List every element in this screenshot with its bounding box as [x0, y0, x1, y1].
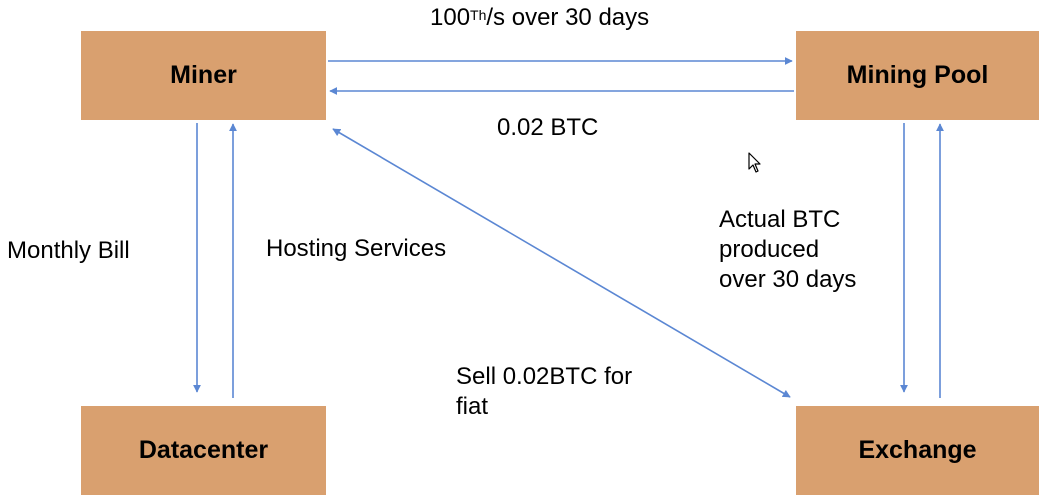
hosting-services-label: Hosting Services — [266, 235, 447, 262]
miner-box: Miner — [81, 31, 326, 120]
hashrate-label: 100Th/s over 30 days — [430, 4, 650, 31]
mouse-pointer-icon — [748, 152, 761, 173]
payout-label: 0.02 BTC — [497, 114, 599, 141]
actual-btc-label: Actual BTC produced over 30 days — [719, 206, 857, 293]
miner-label: Miner — [170, 61, 237, 89]
monthly-bill-label: Monthly Bill — [7, 237, 130, 264]
mining-pool-box: Mining Pool — [796, 31, 1039, 120]
datacenter-label: Datacenter — [138, 436, 269, 464]
sell-label: Sell 0.02BTC for fiat — [456, 363, 633, 420]
mining-pool-label: Mining Pool — [846, 61, 989, 89]
exchange-label: Exchange — [858, 436, 977, 464]
datacenter-box: Datacenter — [81, 406, 326, 495]
arrow-miner-exchange — [332, 128, 791, 398]
exchange-box: Exchange — [796, 406, 1039, 495]
